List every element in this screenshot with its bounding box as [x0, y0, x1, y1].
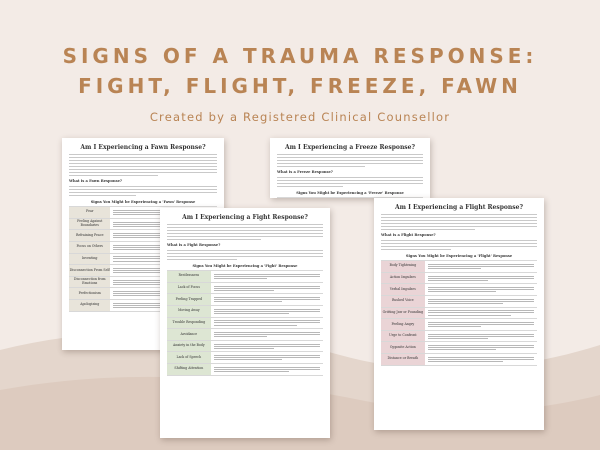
section-paragraph — [167, 250, 323, 260]
section-paragraph — [381, 240, 537, 250]
sign-label: Action Impulses — [381, 272, 425, 284]
section-heading: What is a Fawn Response? — [69, 179, 122, 183]
sign-description — [211, 364, 323, 375]
sign-description — [211, 352, 323, 363]
sign-description — [211, 306, 323, 317]
sign-label: Body Tightening — [381, 261, 425, 272]
sign-label: Lack of Focus — [167, 282, 211, 294]
section-heading: What is a Flight Response? — [381, 233, 436, 237]
sign-description — [211, 283, 323, 294]
worksheet-fight: Am I Experiencing a Fight Response? What … — [160, 208, 330, 438]
sign-description — [425, 296, 537, 307]
table-row: Lack of Focus — [167, 282, 323, 295]
table-row: Rushed Voice — [381, 295, 537, 308]
table-row: Anxiety in the Body — [167, 340, 323, 353]
section-heading: What is a Fight Response? — [167, 243, 221, 247]
sign-label: Trouble Responding — [167, 317, 211, 329]
sign-label: Refraining Peace — [69, 230, 111, 241]
table-heading: Signs You Might be Experiencing a 'Freez… — [296, 191, 404, 195]
sign-label: Urge to Confront — [381, 330, 425, 342]
sign-label: Distance or Breath — [381, 354, 425, 365]
main-title-line-2: FIGHT, FLIGHT, FREEZE, FAWN — [78, 74, 522, 98]
sign-label: Restlessness — [167, 271, 211, 282]
sign-label: Verbal Impulses — [381, 284, 425, 295]
worksheet-title: Am I Experiencing a Fawn Response? — [80, 144, 206, 151]
intro-paragraph — [69, 154, 217, 176]
sign-label: Opposite Action — [381, 342, 425, 353]
table-row: Moving Away — [167, 305, 323, 318]
sign-label: Moving Away — [167, 305, 211, 317]
intro-paragraph — [381, 214, 537, 230]
sign-label: Apologizing — [69, 300, 111, 311]
sign-description — [425, 342, 537, 353]
table-row: Feeling Angry — [381, 319, 537, 331]
sign-label: Anxiety in the Body — [167, 340, 211, 352]
sign-description — [211, 271, 323, 282]
table-row: Avoidance — [167, 329, 323, 341]
table-heading: Signs You Might be Experiencing a 'Fligh… — [405, 254, 513, 258]
table-row: Verbal Impulses — [381, 284, 537, 296]
sign-description — [425, 261, 537, 272]
sign-label: Feeling Against Boundaries — [69, 218, 111, 230]
sign-description — [425, 308, 537, 319]
table-row: Restlessness — [167, 271, 323, 283]
sign-description — [425, 354, 537, 365]
worksheet-title: Am I Experiencing a Freeze Response? — [284, 144, 416, 151]
sign-description — [211, 341, 323, 352]
sign-description — [425, 331, 537, 342]
sign-label: Lack of Speech — [167, 352, 211, 363]
table-row: Urge to Confront — [381, 330, 537, 343]
table-row: Shifting Attention — [167, 364, 323, 376]
sign-label: Inventing — [69, 253, 111, 265]
table-row: Feeling Trapped — [167, 294, 323, 306]
sign-label: Rushed Voice — [381, 295, 425, 307]
section-heading: What is a Freeze Response? — [277, 170, 333, 174]
table-row: Distance or Breath — [381, 354, 537, 366]
sign-label: Fear — [69, 207, 111, 218]
sign-label: Disconnection From Self — [69, 265, 111, 276]
sign-label: Focus on Others — [69, 241, 111, 253]
section-paragraph — [277, 177, 423, 187]
sign-label: Disconnection from Emotions — [69, 276, 111, 288]
table-heading: Signs You Might be Experiencing a 'Fawn'… — [90, 200, 196, 204]
sign-description — [211, 294, 323, 305]
table-row: Opposite Action — [381, 342, 537, 354]
sign-label: Avoidance — [167, 329, 211, 340]
intro-paragraph — [277, 154, 423, 167]
worksheet-freeze: Am I Experiencing a Freeze Response? What… — [270, 138, 430, 198]
table-row: Lack of Speech — [167, 352, 323, 364]
worksheet-title: Am I Experiencing a Fight Response? — [182, 214, 308, 221]
sign-description — [425, 284, 537, 295]
sign-description — [425, 319, 537, 330]
main-title-line-1: SIGNS OF A TRAUMA RESPONSE: — [62, 44, 538, 68]
worksheet-flight: Am I Experiencing a Flight Response? What… — [374, 198, 544, 430]
subtitle: Created by a Registered Clinical Counsel… — [149, 110, 451, 124]
sign-label: Gritting Jaw or Pounding — [381, 307, 425, 319]
sign-description — [425, 273, 537, 284]
section-paragraph — [69, 186, 217, 196]
table-row: Trouble Responding — [167, 317, 323, 330]
sign-label: Shifting Attention — [167, 364, 211, 375]
table-row: Body Tightening — [381, 261, 537, 273]
worksheet-title: Am I Experiencing a Flight Response? — [394, 204, 523, 211]
sign-label: Feeling Trapped — [167, 294, 211, 305]
table-row: Gritting Jaw or Pounding — [381, 307, 537, 320]
table-row: Action Impulses — [381, 272, 537, 285]
sign-description — [211, 329, 323, 340]
sign-description — [211, 318, 323, 329]
sign-label: Feeling Angry — [381, 319, 425, 330]
table-heading: Signs You Might be Experiencing a 'Fight… — [192, 264, 298, 268]
sign-label: Perfectionism — [69, 288, 111, 299]
intro-paragraph — [167, 224, 323, 240]
